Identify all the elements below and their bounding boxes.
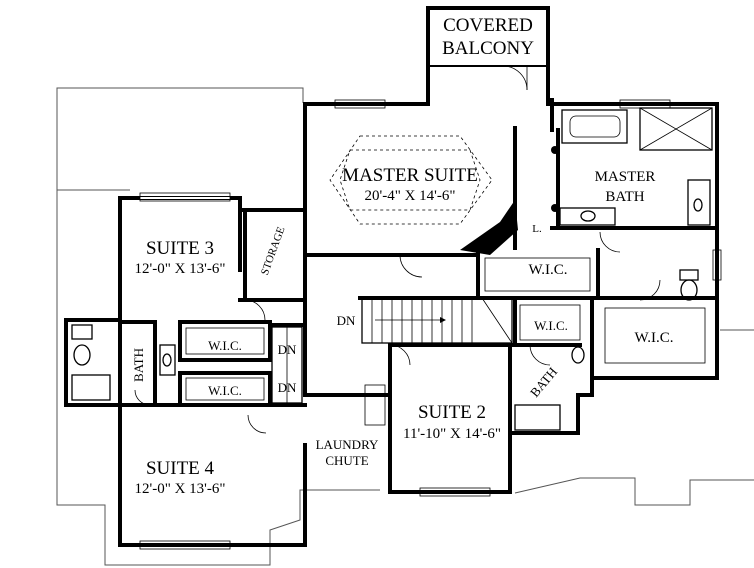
laundry-chute-label-line2: CHUTE xyxy=(325,453,368,468)
master-suite-dims: 20'-4" X 14'-6" xyxy=(365,188,456,204)
suite-2-wic-label: W.I.C. xyxy=(534,318,568,333)
suite-2-label: SUITE 2 xyxy=(418,402,486,423)
roof-outline xyxy=(56,87,754,566)
stair-down-label-lower: DN xyxy=(278,380,297,395)
stair-treads xyxy=(361,297,513,344)
suite-3-label: SUITE 3 xyxy=(146,238,214,259)
linen-label: L. xyxy=(532,223,542,235)
suite-2-dims: 11'-10" X 14'-6" xyxy=(403,426,501,442)
suite-3-dims: 12'-0" X 13'-6" xyxy=(135,261,226,277)
fixtures xyxy=(71,65,722,550)
suite-3-wic-label: W.I.C. xyxy=(208,338,242,353)
suite-2-bath-label: BATH xyxy=(527,364,560,400)
room-labels: COVERED BALCONY MASTER SUITE 20'-4" X 14… xyxy=(131,15,674,497)
master-wic-right-label: W.I.C. xyxy=(634,330,673,346)
covered-balcony-label-line1: COVERED xyxy=(443,15,533,36)
stair-down-label-main: DN xyxy=(337,313,356,328)
jack-bath-label: BATH xyxy=(131,348,146,382)
master-suite-label: MASTER SUITE xyxy=(342,165,478,186)
suite-4-wic-label: W.I.C. xyxy=(208,383,242,398)
master-wic-left-label: W.I.C. xyxy=(528,262,567,278)
covered-balcony-label-line2: BALCONY xyxy=(442,38,534,59)
laundry-chute-label-line1: LAUNDRY xyxy=(316,437,379,452)
suite-4-dims: 12'-0" X 13'-6" xyxy=(135,481,226,497)
suite-4-label: SUITE 4 xyxy=(146,458,215,479)
stair-down-label-upper: DN xyxy=(278,342,297,357)
master-bath-label-line1: MASTER xyxy=(595,169,656,185)
storage-label: STORAGE xyxy=(259,225,288,277)
master-bath-label-line2: BATH xyxy=(605,189,644,205)
